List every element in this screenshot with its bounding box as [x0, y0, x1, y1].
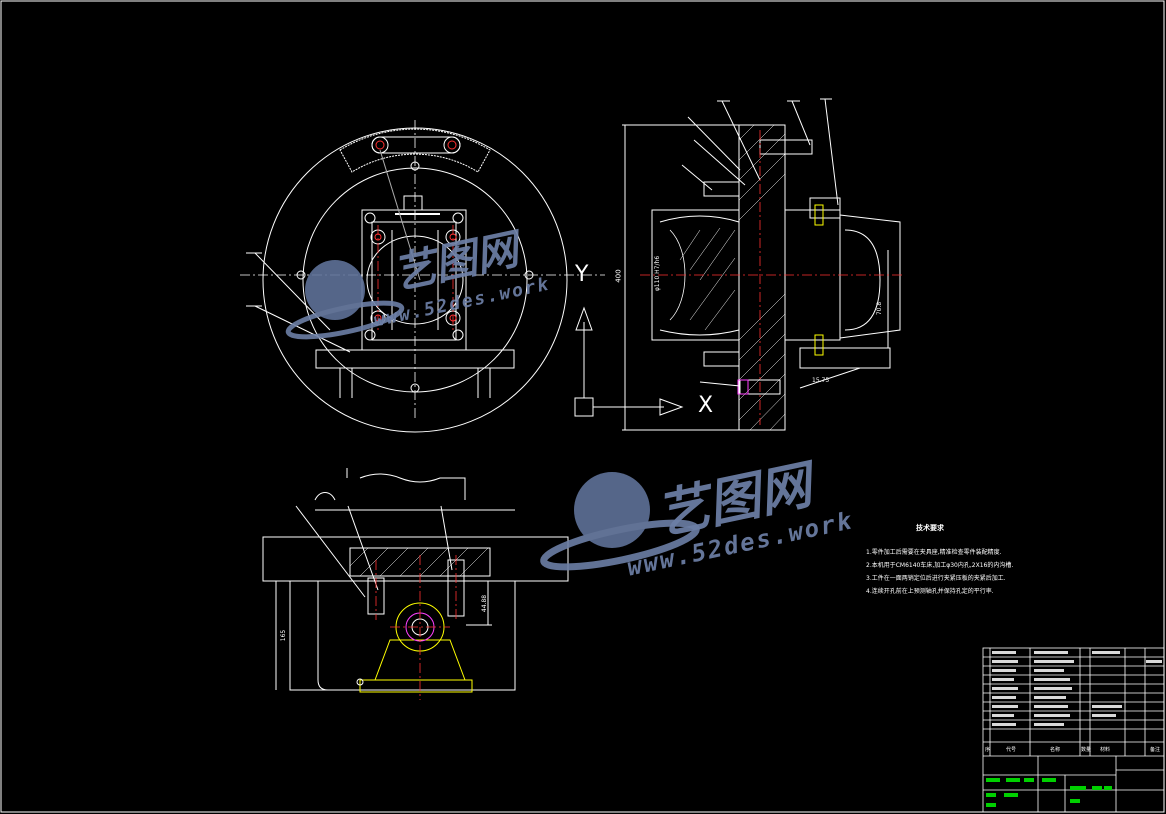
axis-x-label: X — [698, 393, 714, 418]
tb-header-material: 材料 — [1100, 747, 1111, 753]
front-view-centerlines — [375, 555, 457, 700]
tb-header-code: 代号 — [1006, 747, 1017, 753]
dim-overall-height: 400 — [614, 269, 623, 283]
tb-header-remark: 备注 — [1150, 747, 1161, 753]
ucs-axis-icon — [574, 306, 684, 417]
title-block — [982, 647, 1165, 813]
dim-front-height: 165 — [280, 629, 288, 642]
tech-requirements-title: 技术要求 — [916, 524, 944, 532]
tech-requirement-2: 2.本机用于CM6140车床,加工φ30内孔,2X16的内沟槽. — [866, 562, 1014, 569]
dim-fit-label: φ110 H7/h6 — [654, 255, 662, 292]
title-block-green-marks — [986, 778, 1112, 807]
side-view-centerlines — [640, 130, 905, 425]
side-section-view — [622, 98, 901, 431]
top-view-centerlines — [240, 120, 605, 420]
tb-header-name: 名称 — [1050, 747, 1061, 753]
sphere-logo-icon — [285, 260, 700, 571]
tb-header-qty: 数量 — [1081, 747, 1092, 753]
tech-requirement-4: 4.连续开孔前在上预测轴孔并保持孔定的平行率. — [866, 588, 994, 595]
tech-requirement-1: 1.零件加工后需要在夹具座,精准检查零件装配精度. — [866, 549, 1002, 556]
dim-bottom: 15.75 — [812, 377, 830, 384]
front-view — [262, 468, 569, 693]
axis-y-label: Y — [575, 262, 589, 287]
tech-requirement-3: 3.工件在一面两销定位后进行夹紧压板的夹紧后加工. — [866, 575, 1006, 582]
tb-header-index: 序 — [985, 747, 991, 753]
dim-small: 70.8 — [876, 301, 884, 316]
dim-front-small: 44.88 — [481, 594, 489, 613]
title-block-entries — [992, 651, 1162, 726]
